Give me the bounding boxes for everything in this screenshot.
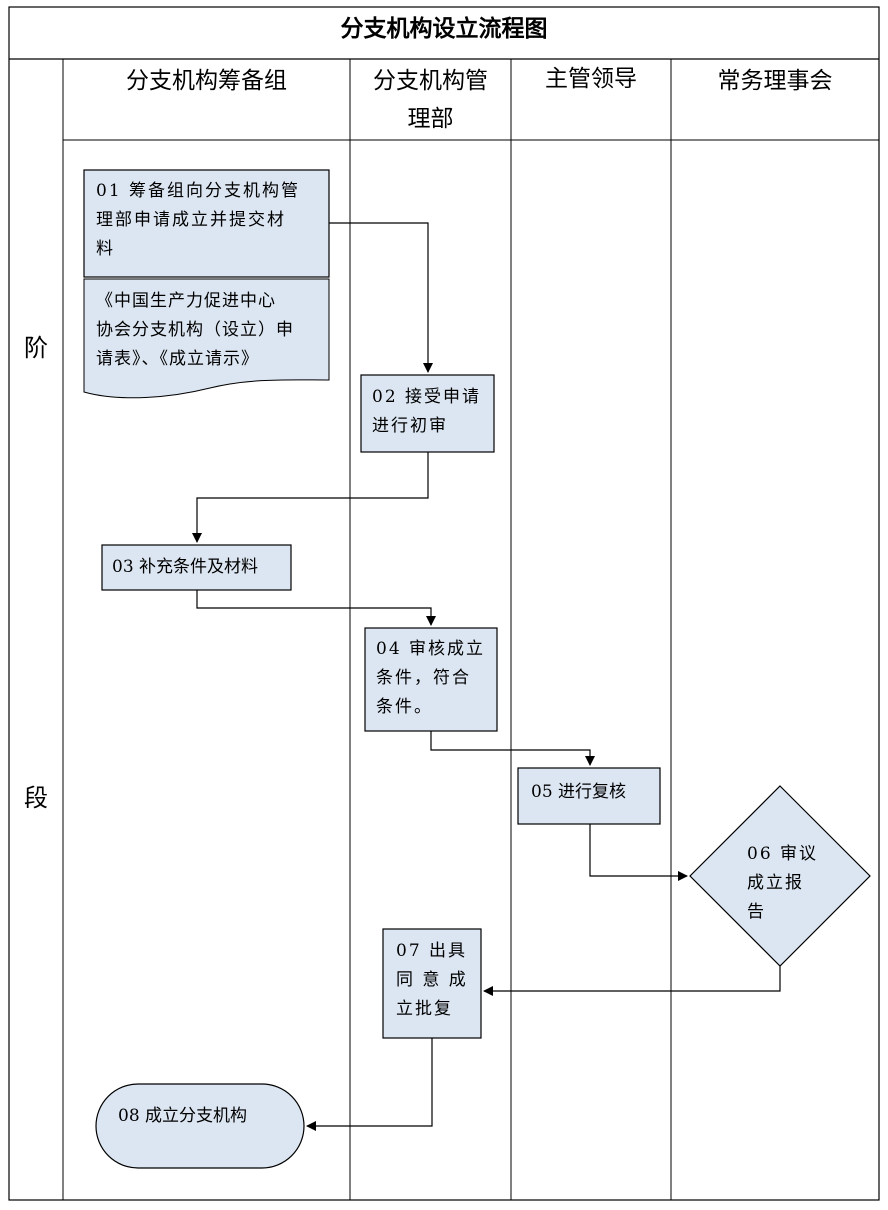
lane-header-council: 常务理事会 bbox=[717, 68, 833, 94]
node-08-terminator bbox=[95, 1083, 305, 1169]
node-02-box bbox=[360, 374, 495, 453]
node-07-box bbox=[382, 928, 482, 1039]
node-01-text: 01 筹备组向分支机构管 理部申请成立并提交材 料 bbox=[96, 181, 301, 259]
node-07-text: 07 出具 同 意 成 立批复 bbox=[396, 941, 468, 1019]
table-frame bbox=[8, 6, 880, 1201]
document-text: 《中国生产力促进中心 协会分支机构（设立）申 请表》、《成立请示》 bbox=[96, 291, 294, 369]
lane-header-leader: 主管领导 bbox=[545, 66, 637, 92]
page-title: 分支机构设立流程图 bbox=[340, 16, 548, 42]
connector-05-06 bbox=[589, 824, 688, 881]
node-02-text: 02 接受申请 进行初审 bbox=[372, 387, 482, 436]
phase-label-bottom: 段 bbox=[24, 784, 48, 812]
connector-01-02 bbox=[329, 222, 433, 373]
lane-header-mgmt-dept-line1: 分支机构管 bbox=[373, 68, 488, 94]
connector-02-03 bbox=[192, 452, 429, 543]
lane-header-prep-group: 分支机构筹备组 bbox=[126, 68, 287, 94]
node-06-text: 06 审议 成立报 告 bbox=[747, 844, 819, 922]
phase-label-top: 阶 bbox=[24, 334, 48, 362]
node-04-box bbox=[364, 627, 498, 732]
lane-header-mgmt-dept-line2: 理部 bbox=[407, 106, 454, 132]
node-03-text: 03 补充条件及材料 bbox=[112, 557, 259, 577]
connector-03-04 bbox=[196, 590, 436, 626]
node-05-box bbox=[517, 767, 661, 825]
connector-06-07 bbox=[483, 966, 781, 996]
connector-07-08 bbox=[306, 1038, 433, 1131]
node-04-text: 04 审核成立 条件，符合 条件。 bbox=[376, 639, 486, 717]
document-shape bbox=[83, 278, 330, 399]
connector-04-05 bbox=[430, 731, 595, 766]
node-05-text: 05 进行复核 bbox=[531, 782, 627, 802]
node-08-text: 08 成立分支机构 bbox=[118, 1106, 248, 1126]
lane-header-mgmt-dept: 分支机构管 理部 bbox=[350, 62, 511, 138]
node-01-box bbox=[83, 169, 330, 278]
